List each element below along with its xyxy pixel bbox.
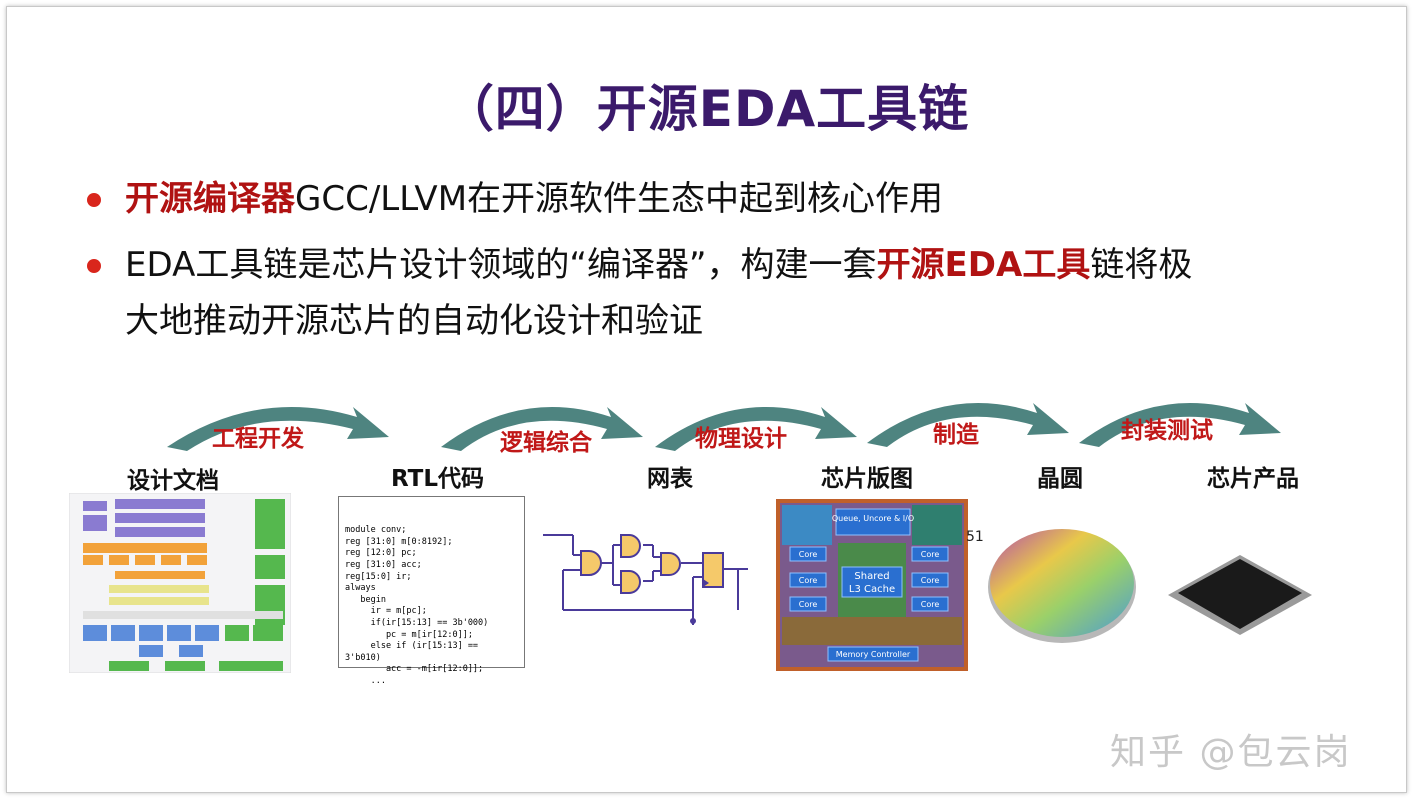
stage-name: 网表: [647, 466, 693, 492]
bullet-1: 开源编译器GCC/LLVM在开源软件生态中起到核心作用: [87, 171, 944, 227]
code-line: acc = -m[ir[12:0]];: [345, 664, 484, 675]
bullet-dot: [87, 193, 101, 207]
stage-name: 晶圆: [1037, 466, 1083, 492]
flow-arrow-2: [441, 407, 643, 451]
flow-step-label: 物理设计: [695, 426, 787, 452]
stage-name: 设计文档: [127, 468, 219, 494]
code-line: 3'b010): [345, 652, 381, 663]
code-line: reg [12:0] pc;: [345, 548, 417, 559]
core-label: Core: [921, 576, 940, 585]
core-label: Core: [799, 600, 818, 609]
bullet-1-text: GCC/LLVM在开源软件生态中起到核心作用: [295, 179, 944, 219]
stage-name: 芯片版图: [821, 466, 913, 492]
slide-title: （四）开源EDA工具链: [443, 80, 970, 138]
code-line: reg [31:0] acc;: [345, 559, 422, 570]
code-line: ...: [345, 675, 386, 686]
flow-step-label: 封装测试: [1121, 418, 1213, 444]
core-label: Core: [799, 576, 818, 585]
code-line: reg [31:0] m[0:8192];: [345, 536, 453, 547]
stage-name: RTL代码: [391, 466, 485, 492]
netlist-diagram: [543, 534, 748, 625]
bullet-2-line2: 大地推动开源芯片的自动化设计和验证: [125, 301, 703, 341]
bullet-2-pre: EDA工具链是芯片设计领域的“编译器”，构建一套: [125, 245, 877, 285]
code-line: else if (ir[15:13] ==: [345, 641, 479, 652]
core-label: Core: [921, 600, 940, 609]
flow-arrow-1: [167, 407, 389, 451]
core-label: Core: [799, 550, 818, 559]
wafer-image: [988, 529, 1136, 643]
cache-label: Shared: [854, 571, 889, 582]
code-line: begin: [345, 594, 386, 605]
code-line: reg[15:0] ir;: [345, 571, 412, 582]
chip-product-image: [1168, 555, 1312, 635]
bullet-2-post: 链将极: [1090, 245, 1193, 285]
flow-step-label: 逻辑综合: [500, 430, 592, 456]
watermark: 知乎 @包云岗: [1110, 732, 1352, 773]
code-line: if(ir[15:13] == 3b'000): [345, 617, 489, 628]
flow-step-label: 制造: [933, 422, 979, 448]
bullet-dot: [87, 259, 101, 273]
flow-step-label: 工程开发: [212, 426, 304, 452]
code-line: ir = m[pc];: [345, 606, 427, 617]
layout-top-label: Queue, Uncore & I/O: [832, 514, 914, 523]
code-line: module conv;: [345, 525, 407, 536]
memory-controller-label: Memory Controller: [836, 650, 911, 659]
bullet-1-highlight: 开源编译器: [125, 179, 295, 219]
code-line: pc = m[ir[12:0]];: [345, 629, 473, 640]
core-label: Core: [921, 550, 940, 559]
flow-arrow-4: [867, 403, 1069, 447]
bullet-2-highlight: 开源EDA工具: [876, 245, 1091, 285]
cache-label: L3 Cache: [849, 584, 895, 595]
design-document-diagram: [69, 493, 291, 673]
flow-arrow-5: [1079, 403, 1281, 447]
chip-layout-image: Queue, Uncore & I/O Core Core Core Core …: [776, 499, 968, 671]
bullet-2: EDA工具链是芯片设计领域的“编译器”，构建一套开源EDA工具链将极 大地推动开…: [87, 237, 1193, 349]
slide: （四）开源EDA工具链 开源编译器GCC/LLVM在开源软件生态中起到核心作用 …: [6, 6, 1407, 793]
page-number: 51: [966, 529, 984, 545]
stage-name: 芯片产品: [1207, 466, 1299, 492]
code-line: always: [345, 583, 376, 594]
flow-arrow-3: [655, 407, 857, 451]
rtl-code-listing: module conv;reg [31:0] m[0:8192];reg [12…: [338, 496, 525, 686]
